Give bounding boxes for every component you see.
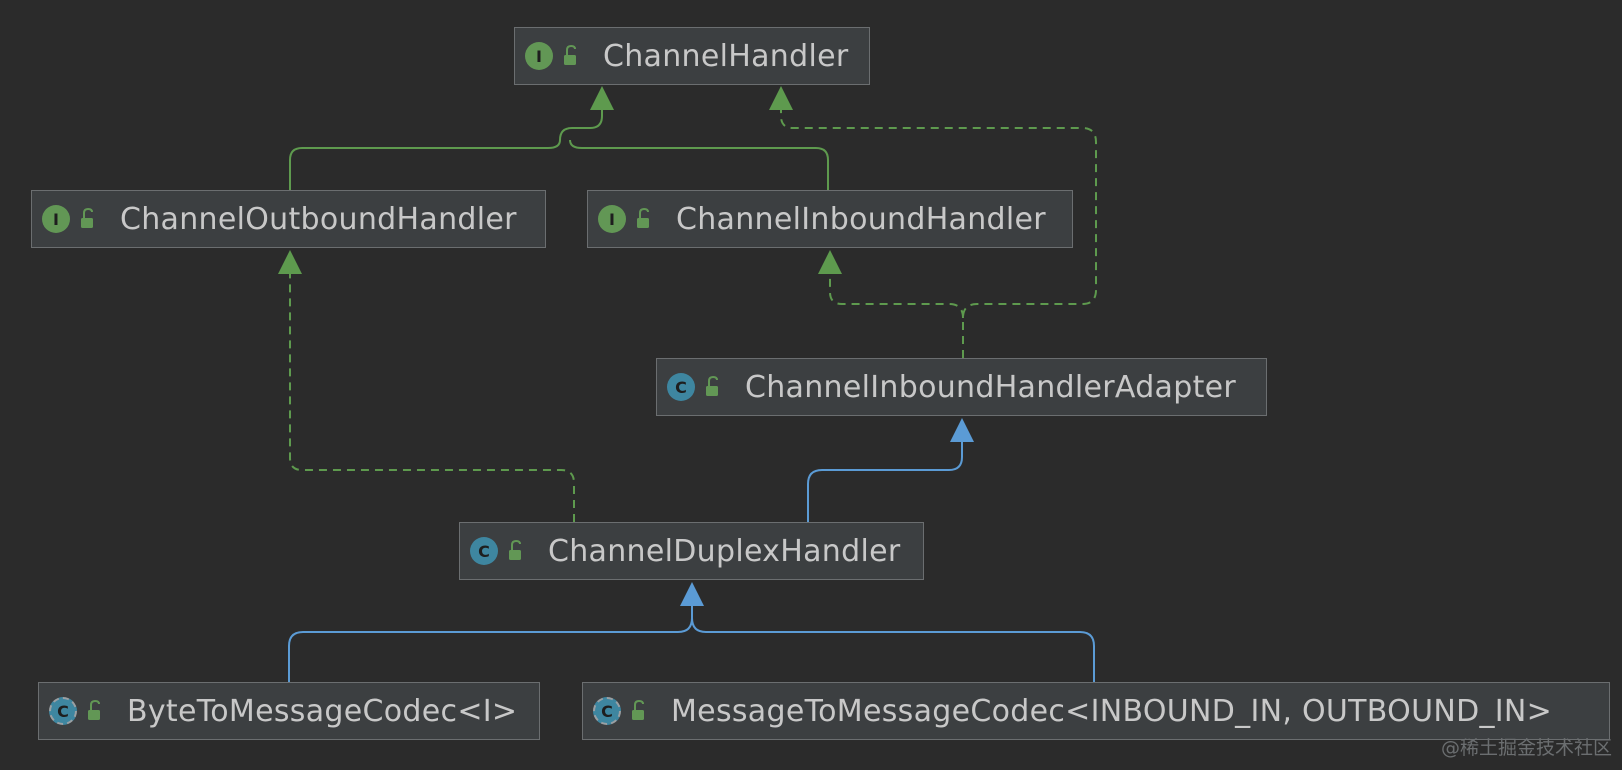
node-label: ChannelInboundHandler [676, 201, 1046, 237]
node-message-to-message-codec[interactable]: C MessageToMessageCodec<INBOUND_IN, OUTB… [582, 682, 1610, 740]
unlocked-padlock-icon [632, 699, 644, 720]
interface-icon: I [525, 42, 553, 70]
node-channel-outbound-handler[interactable]: I ChannelOutboundHandler [31, 190, 546, 248]
node-channel-handler[interactable]: I ChannelHandler [514, 27, 870, 85]
unlocked-padlock-icon [637, 207, 649, 228]
edge-adapter-to-inbound [829, 270, 964, 319]
edge-byte-codec-to-duplex [288, 604, 693, 682]
arrowhead-handler-green [590, 86, 614, 110]
node-channel-duplex-handler[interactable]: C ChannelDuplexHandler [459, 522, 924, 580]
class-icon: C [667, 373, 695, 401]
arrowhead-outbound [278, 250, 302, 274]
edge-duplex-to-adapter [807, 438, 963, 522]
unlocked-padlock-icon [81, 207, 93, 228]
node-label: ByteToMessageCodec<I> [127, 693, 518, 729]
node-label: ChannelOutboundHandler [120, 201, 517, 237]
class-icon: C [470, 537, 498, 565]
arrowhead-handler-dashed [769, 86, 793, 110]
node-channel-inbound-handler-adapter[interactable]: C ChannelInboundHandlerAdapter [656, 358, 1267, 416]
abstract-class-icon: C [593, 697, 621, 725]
edge-inbound-to-handler [569, 139, 829, 190]
unlocked-padlock-icon [706, 375, 718, 396]
unlocked-padlock-icon [509, 539, 521, 560]
unlocked-padlock-icon [564, 44, 576, 65]
node-byte-to-message-codec[interactable]: C ByteToMessageCodec<I> [38, 682, 540, 740]
arrowhead-adapter [950, 418, 974, 442]
edge-outbound-to-handler [289, 102, 603, 190]
node-channel-inbound-handler[interactable]: I ChannelInboundHandler [587, 190, 1073, 248]
edge-duplex-to-outbound [289, 270, 575, 522]
arrowhead-duplex [680, 582, 704, 606]
abstract-class-icon: C [49, 697, 77, 725]
arrowhead-inbound [818, 250, 842, 274]
node-label: MessageToMessageCodec<INBOUND_IN, OUTBOU… [671, 693, 1553, 729]
node-label: ChannelInboundHandlerAdapter [745, 369, 1237, 405]
node-label: ChannelHandler [603, 38, 849, 74]
unlocked-padlock-icon [88, 699, 100, 720]
edge-message-codec-to-duplex [691, 617, 1095, 682]
node-label: ChannelDuplexHandler [548, 533, 901, 569]
interface-icon: I [42, 205, 70, 233]
watermark: @稀土掘金技术社区 [1440, 737, 1612, 759]
interface-icon: I [598, 205, 626, 233]
